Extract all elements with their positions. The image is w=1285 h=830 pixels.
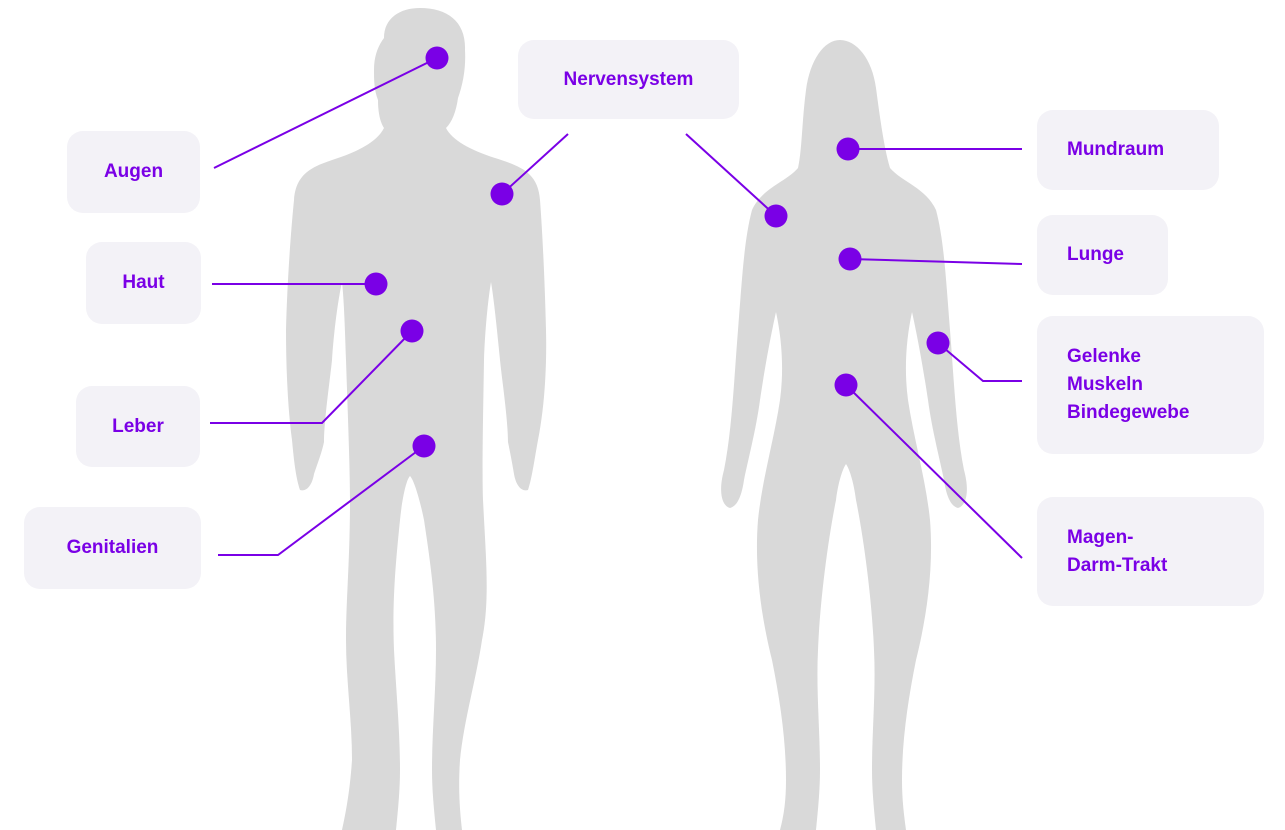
marker-dot-nervensystem-female (765, 205, 788, 228)
label-box-lunge: Lunge (1037, 215, 1168, 295)
label-box-gelenke-muskeln-bindegewebe: Gelenke Muskeln Bindegewebe (1037, 316, 1264, 454)
marker-dot-lunge (839, 248, 862, 271)
label-magen: Magen- (1067, 524, 1234, 552)
label-box-haut: Haut (86, 242, 201, 324)
marker-dot-mundraum (837, 138, 860, 161)
label-box-mundraum: Mundraum (1037, 110, 1219, 190)
label-box-leber: Leber (76, 386, 200, 467)
label-augen: Augen (104, 158, 163, 186)
label-haut: Haut (122, 269, 164, 297)
marker-dot-leber (401, 320, 424, 343)
label-lunge: Lunge (1067, 241, 1138, 269)
label-genitalien: Genitalien (67, 534, 159, 562)
label-leber: Leber (112, 413, 164, 441)
label-box-augen: Augen (67, 131, 200, 213)
marker-dot-nervensystem-male (491, 183, 514, 206)
label-box-magen-darm-trakt: Magen- Darm-Trakt (1037, 497, 1264, 606)
marker-dot-gelenke (927, 332, 950, 355)
label-box-genitalien: Genitalien (24, 507, 201, 589)
label-bindegewebe: Bindegewebe (1067, 399, 1234, 427)
marker-dot-haut (365, 273, 388, 296)
marker-dot-genitalien (413, 435, 436, 458)
label-box-nervensystem: Nervensystem (518, 40, 739, 119)
label-muskeln: Muskeln (1067, 371, 1234, 399)
marker-dot-augen (426, 47, 449, 70)
label-mundraum: Mundraum (1067, 136, 1189, 164)
label-gelenke: Gelenke (1067, 343, 1234, 371)
label-nervensystem: Nervensystem (564, 66, 694, 94)
marker-dot-magen-darm (835, 374, 858, 397)
connector-nervensystem-female (686, 134, 776, 216)
label-darm-trakt: Darm-Trakt (1067, 552, 1234, 580)
